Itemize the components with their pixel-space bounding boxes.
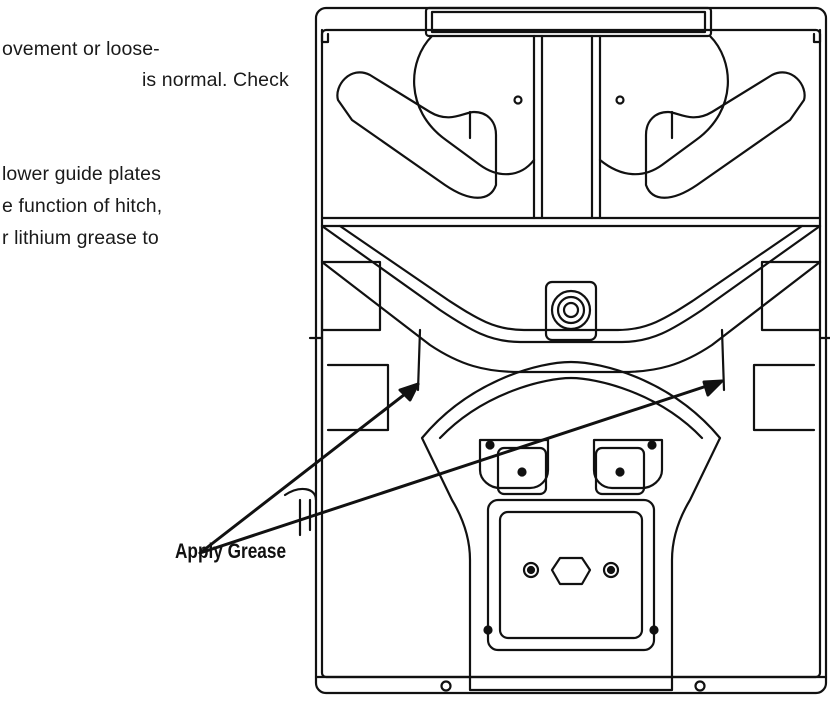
center-column (320, 34, 822, 228)
instruction-text-line: lower guide plates (2, 163, 161, 185)
apply-grease-arrows (198, 379, 724, 555)
center-bolt (544, 280, 598, 342)
instruction-text-line: ovement or loose- (2, 38, 160, 60)
instruction-text-line: is normal. Check (142, 69, 289, 91)
upper-left-guide-plate (336, 34, 536, 199)
instruction-text-line: r lithium grease to (2, 227, 159, 249)
side-bracket (283, 487, 318, 537)
apply-grease-label: Apply Grease (175, 540, 287, 563)
hitch-frame-outline (308, 6, 830, 695)
hitch-fan-plate (420, 360, 722, 692)
instruction-text-line: e function of hitch, (2, 195, 163, 217)
upper-right-guide-plate (598, 34, 806, 199)
lower-guide-plates (320, 224, 822, 442)
